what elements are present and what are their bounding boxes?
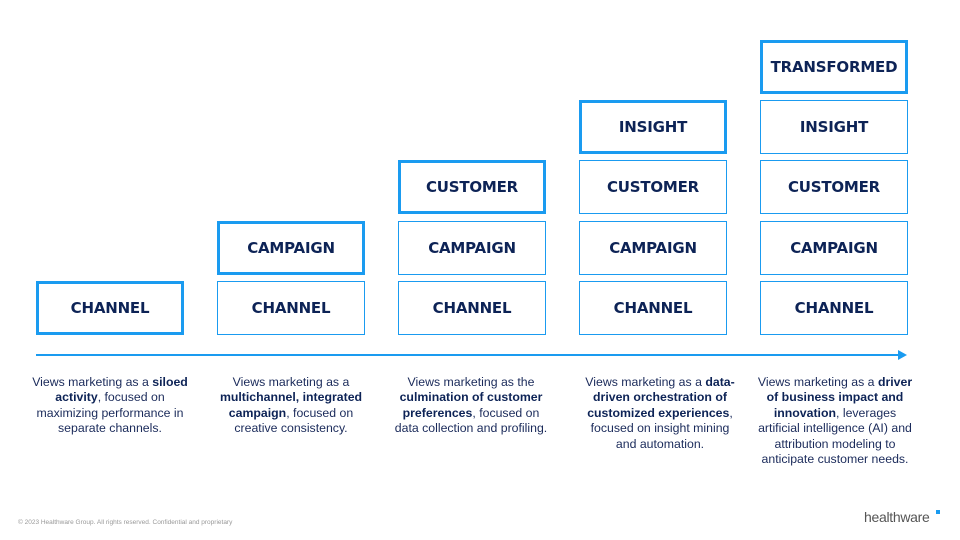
description-emphasis: driver of business impact and innovation	[766, 375, 913, 420]
description-emphasis: data-driven orchestration of customized …	[587, 375, 735, 420]
stage-description: Views marketing as a data-driven orchest…	[580, 375, 740, 452]
stage-box-campaign: CAMPAIGN	[217, 221, 365, 275]
stage-box-campaign: CAMPAIGN	[398, 221, 546, 275]
description-text: Views marketing as the	[407, 375, 535, 389]
description-text: , focused on data collection and profili…	[394, 405, 548, 436]
description-text: , leverages artificial intelligence (AI)…	[758, 405, 912, 467]
description-emphasis: culmination of customer preferences	[399, 390, 543, 420]
stage-label: CUSTOMER	[787, 178, 881, 196]
stage-box-channel: CHANNEL	[579, 281, 727, 335]
description-text: , focused on insight mining and automati…	[590, 405, 733, 451]
stage-description: Views marketing as a driver of business …	[753, 375, 917, 467]
stage-label: CHANNEL	[251, 299, 331, 317]
stage-box-channel: CHANNEL	[760, 281, 908, 335]
stage-label: CAMPAIGN	[790, 239, 878, 257]
stage-label: CAMPAIGN	[609, 239, 697, 257]
stage-box-channel: CHANNEL	[398, 281, 546, 335]
stage-box-customer: CUSTOMER	[398, 160, 546, 214]
stage-label: CHANNEL	[432, 299, 512, 317]
description-emphasis: siloed activity	[55, 375, 188, 405]
stage-label: CUSTOMER	[606, 178, 700, 196]
stage-label: TRANSFORMED	[770, 58, 898, 76]
stage-label: CHANNEL	[70, 299, 150, 317]
stage-box-customer: CUSTOMER	[579, 160, 727, 214]
description-text: Views marketing as a	[757, 375, 878, 389]
stage-box-customer: CUSTOMER	[760, 160, 908, 214]
stage-label: CHANNEL	[794, 299, 874, 317]
stage-box-channel: CHANNEL	[217, 281, 365, 335]
stage-label: INSIGHT	[618, 118, 688, 136]
arrow-head-icon	[898, 350, 907, 360]
stage-label: INSIGHT	[799, 118, 869, 136]
description-text: Views marketing as a	[232, 375, 350, 389]
stage-label: CHANNEL	[613, 299, 693, 317]
stage-box-insight: INSIGHT	[760, 100, 908, 154]
stage-box-transformed: TRANSFORMED	[760, 40, 908, 94]
stage-box-insight: INSIGHT	[579, 100, 727, 154]
stage-box-campaign: CAMPAIGN	[760, 221, 908, 275]
description-emphasis: multichannel, integrated campaign	[219, 390, 363, 420]
description-text: , focused on maximizing performance in s…	[36, 390, 184, 436]
description-text: , focused on creative consistency.	[234, 405, 354, 436]
stage-box-campaign: CAMPAIGN	[579, 221, 727, 275]
logo-dot-icon	[936, 510, 940, 514]
stage-box-channel: CHANNEL	[36, 281, 184, 335]
description-text: Views marketing as a	[585, 375, 706, 389]
description-text: Views marketing as a	[32, 375, 153, 389]
stage-description: Views marketing as a multichannel, integ…	[211, 375, 371, 437]
healthware-logo: healthware	[864, 509, 930, 525]
stage-description: Views marketing as a siloed activity, fo…	[30, 375, 190, 437]
stage-description: Views marketing as the culmination of cu…	[391, 375, 551, 437]
copyright-footer: © 2023 Healthware Group. All rights rese…	[18, 519, 233, 526]
stage-label: CUSTOMER	[425, 178, 519, 196]
progression-arrow-line	[36, 354, 900, 356]
stage-label: CAMPAIGN	[247, 239, 335, 257]
stage-label: CAMPAIGN	[428, 239, 516, 257]
